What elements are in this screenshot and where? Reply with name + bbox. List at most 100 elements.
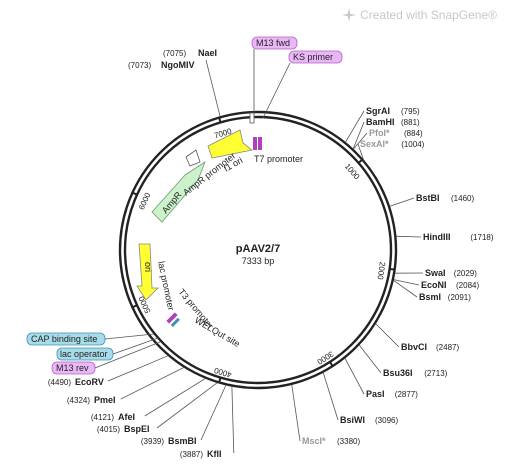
site-msci[interactable]: MscI*(3380) — [302, 436, 360, 446]
site-pos: (2877) — [395, 390, 418, 399]
ruler-tick-5000 — [131, 304, 138, 309]
site-kfli[interactable]: (3887) KflI — [180, 449, 222, 459]
site-pos: (3380) — [337, 437, 360, 446]
site-pfoi[interactable]: PfoI* (884) — [369, 128, 423, 138]
primer-m13-rev[interactable]: M13 rev — [51, 361, 96, 375]
site-leader — [393, 279, 420, 286]
site-bspei[interactable]: (4015)BspEI — [97, 424, 150, 434]
primer-ks-label: KS primer — [293, 52, 333, 62]
site-leader — [107, 355, 169, 382]
site-name: Bsu36I — [383, 368, 413, 378]
site-bsu36i[interactable]: Bsu36I(2713) — [383, 368, 448, 378]
site-bsiwi[interactable]: BsiWI(3096) — [340, 415, 398, 425]
site-ecorv[interactable]: (4490) EcoRV — [48, 377, 104, 387]
site-name: PfoI* — [369, 128, 390, 138]
site-name: PasI — [366, 389, 385, 399]
cap-binding-site[interactable]: CAP binding site — [26, 332, 106, 346]
site-name: BspEI — [124, 424, 150, 434]
site-name: BsmI — [419, 292, 441, 302]
site-leader-lines — [107, 110, 424, 454]
lac-promoter-mark[interactable] — [166, 312, 178, 324]
site-leader — [359, 344, 382, 374]
site-name: BamHI — [366, 117, 395, 127]
site-econi[interactable]: EcoNI (2084) — [421, 280, 479, 290]
watermark-text: Created with SnapGene® — [360, 8, 497, 22]
site-pos: (2487) — [436, 343, 459, 352]
site-leader — [344, 358, 365, 395]
site-name: BsmBI — [168, 436, 197, 446]
site-leader — [389, 197, 415, 207]
site-ngomiv-pos: (7073) — [128, 61, 151, 70]
site-bsmi[interactable]: BsmI(2091) — [419, 292, 471, 302]
site-leader — [375, 323, 400, 348]
primer-ks[interactable]: KS primer — [288, 50, 343, 64]
site-leader — [200, 385, 227, 441]
site-name: EcoNI — [421, 280, 447, 290]
ampr-promoter-arrow[interactable] — [185, 149, 201, 167]
ruler-tick-1000 — [357, 158, 364, 164]
ruler-label-2000: 2000 — [375, 261, 387, 280]
t7-promoter-mark[interactable] — [253, 137, 257, 150]
site-sexai[interactable]: SexAI*(1004) — [360, 139, 425, 149]
site-ngomiv[interactable]: (7073) NgoMIV — [128, 60, 195, 70]
site-bbvci[interactable]: BbvCI (2487) — [401, 342, 459, 352]
site-sgrai[interactable]: SgrAI (795) — [366, 106, 420, 116]
site-naei-leader — [205, 59, 221, 117]
welqut-mark[interactable] — [170, 317, 180, 327]
site-afei[interactable]: (4121)AfeI — [91, 412, 135, 422]
lac-operator[interactable]: lac operator — [56, 347, 114, 361]
site-pos: (884) — [404, 129, 423, 138]
lac-operator-leader — [112, 337, 159, 355]
f1-ori-arrow[interactable] — [207, 129, 253, 159]
primer-ks-leader — [262, 62, 291, 119]
site-name: SwaI — [425, 268, 446, 278]
ruler-tick-4000 — [217, 377, 222, 384]
site-pos: (1718) — [470, 233, 493, 242]
primer-arrow-top — [249, 112, 255, 124]
site-naei[interactable]: (7075) NaeI — [163, 48, 217, 58]
lac-promoter-label: lac promoter — [156, 260, 176, 311]
site-leader — [353, 132, 368, 150]
site-leader — [357, 143, 364, 160]
sites-right: SgrAI (795) BamHI (881) PfoI* (884)SexAI*(100… — [302, 106, 494, 446]
site-pos: (881) — [401, 118, 420, 127]
site-pos: (3887) — [180, 450, 203, 459]
ori-arrow[interactable] — [136, 243, 159, 301]
site-pos: (795) — [401, 107, 420, 116]
site-name: HindIII — [423, 232, 451, 242]
site-name: EcoRV — [75, 377, 104, 387]
site-pos: (4490) — [48, 378, 71, 387]
site-pos: (2084) — [456, 281, 479, 290]
ruler-tick-7000 — [217, 116, 222, 123]
site-pmei[interactable]: (4324)PmeI — [67, 395, 116, 405]
site-pos: (3939) — [141, 437, 164, 446]
cap-leader — [104, 333, 155, 340]
site-ngomiv-name: NgoMIV — [161, 60, 195, 70]
ruler-label-6000: 6000 — [137, 191, 153, 211]
t7-promoter-mark-2[interactable] — [258, 137, 262, 150]
site-hindiii[interactable]: HindIII (1718) — [423, 232, 494, 242]
ruler-tick-2000 — [389, 267, 396, 271]
site-leader — [120, 367, 184, 400]
lac-operator-label: lac operator — [60, 349, 108, 359]
site-name: BsiWI — [340, 415, 365, 425]
site-leader — [291, 384, 301, 442]
m13-rev-leader — [94, 341, 161, 369]
sites-bottom: (4490) EcoRV (4324)PmeI (4121)AfeI (4015)Bsp… — [48, 377, 222, 459]
site-name: BbvCI — [401, 342, 427, 352]
site-name: KflI — [207, 449, 222, 459]
backbone-outer — [118, 110, 398, 390]
site-pos: (1460) — [451, 194, 474, 203]
site-name: SgrAI — [366, 106, 390, 116]
site-bamhi[interactable]: BamHI (881) — [366, 117, 420, 127]
ampr-arrow[interactable] — [151, 160, 206, 223]
t7-promoter-label: T7 promoter — [254, 154, 303, 164]
primer-m13-fwd[interactable]: M13 fwd — [251, 36, 298, 50]
site-swai[interactable]: SwaI (2029) — [425, 268, 477, 278]
site-bsmbi[interactable]: (3939) BsmBI — [141, 436, 197, 446]
site-bstbi[interactable]: BstBI(1460) — [416, 193, 474, 203]
site-pasi[interactable]: PasI (2877) — [366, 389, 418, 399]
site-leader — [156, 382, 218, 429]
site-pos: (2029) — [454, 269, 477, 278]
